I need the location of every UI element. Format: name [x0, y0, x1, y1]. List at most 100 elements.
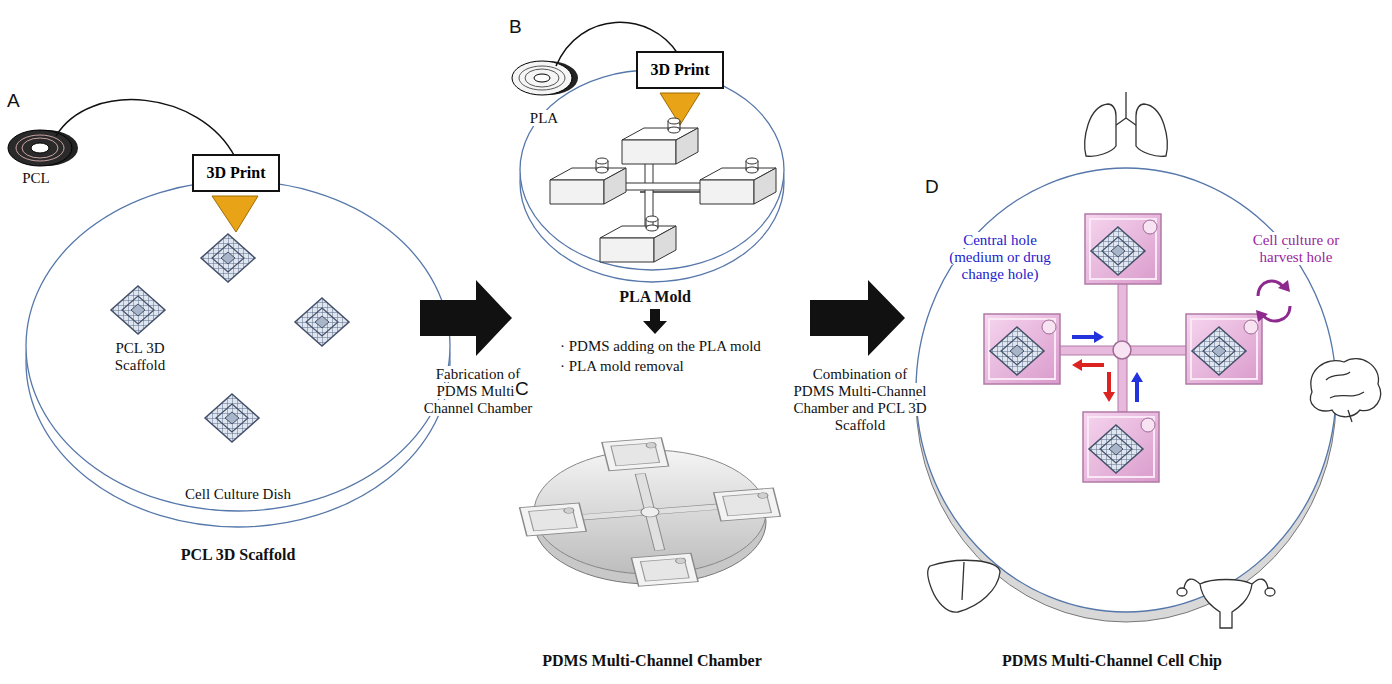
uterus-icon [1184, 579, 1268, 588]
label-text: C [515, 378, 529, 399]
lung-icon [1085, 92, 1167, 156]
liver-icon [928, 560, 1000, 612]
step-note: · PLA mold removal [560, 358, 820, 375]
pla-spool [519, 66, 565, 90]
scaffold-label: PCL 3D Scaffold [94, 340, 186, 374]
pcl-scaffold [205, 394, 259, 442]
cell-chip [1089, 425, 1143, 473]
flow-arrows [1131, 372, 1143, 382]
flow-arrows [1072, 331, 1143, 402]
pla-spool [525, 69, 559, 87]
printer-head-box: 3D Print [192, 154, 279, 192]
pla-mold [600, 216, 676, 262]
panel-caption: PLA Mold [590, 288, 720, 305]
pcl-spool [8, 130, 78, 166]
pcl-spool [31, 143, 49, 153]
filament-wire [56, 100, 235, 157]
culture-dish [26, 181, 450, 511]
cell-chip [1192, 327, 1246, 375]
brain-icon [1310, 359, 1380, 417]
pcl-scaffold [201, 234, 255, 282]
cell-chip [1143, 220, 1157, 234]
pcl-scaffold [111, 286, 165, 334]
cell-chip [1244, 320, 1258, 334]
flow-arrows [1135, 382, 1139, 402]
pcl-scaffold [295, 298, 349, 346]
lung-icon [1085, 104, 1116, 156]
hole-label: Central hole (medium or drug change hole… [939, 232, 1061, 283]
pla-spool [512, 61, 572, 95]
process-arrow [643, 309, 667, 334]
brain-icon [1310, 359, 1380, 422]
cell-chip [1091, 227, 1145, 275]
pdms-chamber [631, 553, 698, 586]
label-text: A [7, 90, 20, 111]
pla-spool [534, 74, 550, 82]
uterus-icon [1200, 580, 1252, 629]
cell-chip [990, 327, 1044, 375]
dish-label: Cell Culture Dish [158, 486, 318, 503]
hole-label: Cell culture or harvest hole [1250, 232, 1342, 266]
harvest-arrows [1256, 310, 1268, 322]
label-text: PLA [530, 110, 558, 126]
label-text: PCL 3D Scaffold [115, 340, 166, 373]
pcl-spool [16, 135, 64, 161]
harvest-arrows [1256, 280, 1290, 322]
pla-mold [550, 118, 776, 262]
label-text: Cell culture or harvest hole [1253, 232, 1340, 265]
label-text: B [509, 16, 522, 37]
pla-mold [550, 158, 626, 204]
liver-icon [928, 560, 1000, 612]
panel-caption: PCL 3D Scaffold [118, 546, 358, 563]
process-arrow [420, 280, 512, 356]
brain-icon [1326, 372, 1364, 422]
pla-mold [622, 118, 698, 164]
pla-mold [700, 158, 776, 204]
box-text: 3D Print [650, 61, 709, 79]
label-text: PCL [22, 170, 50, 186]
label-text: Cell Culture Dish [185, 486, 291, 502]
label-text: · PDMS adding on the PLA mold [560, 338, 761, 354]
label-text: Central hole (medium or drug change hole… [949, 232, 1051, 282]
flow-arrows [1072, 359, 1082, 371]
flow-arrows [1082, 363, 1104, 367]
label-text: PDMS Multi-Channel Cell Chip [1002, 652, 1222, 669]
liver-icon [962, 562, 964, 600]
process-arrow [810, 280, 905, 356]
culture-dish [26, 181, 450, 527]
cell-chip [1042, 320, 1056, 334]
pla-spool [512, 61, 578, 95]
pdms-chamber [635, 473, 664, 550]
uterus-icon [1265, 588, 1275, 596]
pcl-spool [22, 138, 58, 158]
panel-caption: PDMS Multi-Channel Cell Chip [952, 652, 1272, 669]
cell-chip [1085, 214, 1161, 284]
flow-arrows [1107, 372, 1111, 392]
pdms-chamber [714, 488, 781, 521]
pdms-chamber [640, 506, 660, 517]
label-text: PLA Mold [619, 288, 691, 305]
step-note: · PDMS adding on the PLA mold [560, 338, 820, 355]
label-text: Combination of PDMS Multi-Channel Chambe… [793, 366, 926, 433]
panel-caption: PDMS Multi-Channel Chamber [502, 652, 802, 669]
label-text: D [925, 176, 939, 197]
pdms-chamber [602, 438, 669, 471]
pcl-scaffold [111, 234, 349, 442]
label-text: PDMS Multi-Channel Chamber [542, 652, 762, 669]
culture-dish [520, 70, 784, 270]
pdms-chamber [505, 430, 795, 593]
panel-letter: C [515, 380, 545, 397]
box-text: 3D Print [206, 164, 265, 182]
cell-chip [1113, 341, 1131, 359]
panel-letter: B [509, 18, 539, 35]
panel-letter: A [7, 92, 37, 109]
flow-arrows [1103, 392, 1115, 402]
label-text: PCL 3D Scaffold [181, 546, 296, 563]
uterus-icon [1177, 579, 1275, 628]
label-text: · PLA mold removal [560, 358, 684, 374]
spool-label: PLA [516, 110, 572, 127]
print-nozzle [212, 196, 258, 232]
pcl-spool [8, 130, 72, 166]
cell-chip [1083, 412, 1159, 482]
